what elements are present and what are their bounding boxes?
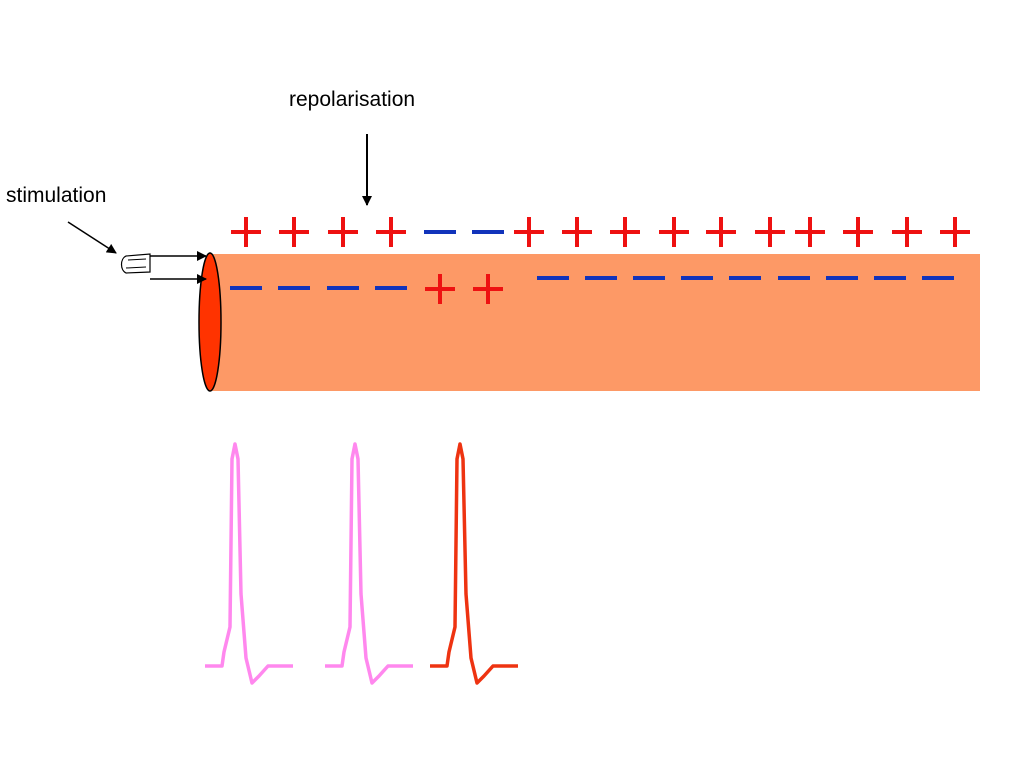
trace-2	[325, 442, 413, 685]
positive-charge-outer-9	[610, 217, 640, 247]
positive-charge-outer-16	[940, 217, 970, 247]
trace-1	[205, 442, 293, 685]
positive-charge-outer-15	[892, 217, 922, 247]
stimulation-label: stimulation	[6, 184, 107, 207]
action-potential-traces	[205, 442, 518, 685]
axon-end	[198, 252, 222, 392]
positive-charge-outer-2	[279, 217, 309, 247]
stimulation-arrow	[67, 221, 117, 254]
positive-charge-outer-11	[706, 217, 736, 247]
positive-charge-inner-6	[473, 274, 503, 304]
positive-charge-outer-7	[514, 217, 544, 247]
positive-charge-inner-5	[425, 274, 455, 304]
repolarisation-label: repolarisation	[289, 88, 416, 111]
positive-charge-outer-14	[843, 217, 873, 247]
positive-charge-outer-8	[562, 217, 592, 247]
axon-body	[210, 254, 980, 391]
positive-charge-outer-13	[795, 217, 825, 247]
positive-charge-outer-12	[755, 217, 785, 247]
positive-charge-outer-4	[376, 217, 406, 247]
electrode-icon	[120, 251, 207, 284]
inner-membrane-charges	[230, 274, 954, 304]
positive-charge-outer-3	[328, 217, 358, 247]
positive-charge-outer-1	[231, 217, 261, 247]
outer-membrane-charges	[231, 217, 970, 247]
positive-charge-outer-10	[659, 217, 689, 247]
trace-3	[430, 442, 518, 685]
